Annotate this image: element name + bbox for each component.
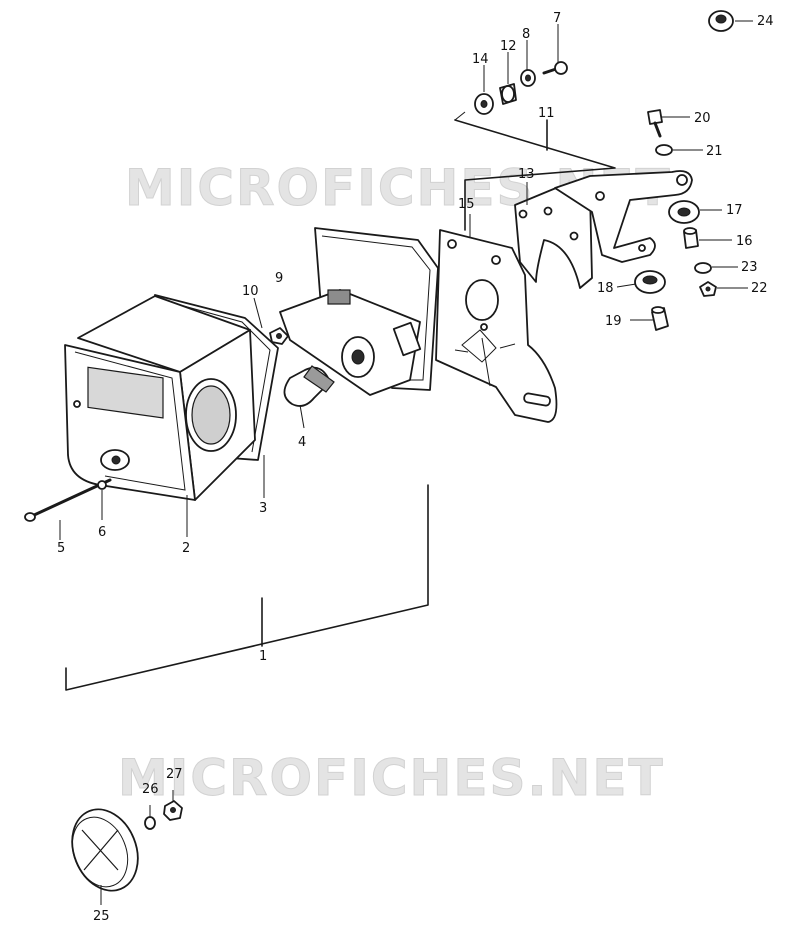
stay-bracket: [554, 170, 693, 263]
callout-17: 17: [726, 203, 743, 218]
washer-part-8: [520, 69, 536, 87]
washer-part-21: [655, 144, 673, 156]
bracket-11-tick: [454, 111, 466, 121]
callout-1: 1: [259, 649, 267, 664]
bulb-part-4: [283, 365, 335, 429]
callout-27: 27: [166, 767, 183, 782]
callout-4: 4: [298, 435, 306, 450]
lamp-lens-part-2: [64, 295, 256, 501]
leader-10: [253, 297, 263, 329]
bolt-part-20: [647, 109, 663, 138]
callout-11: 11: [538, 106, 555, 121]
callout-20: 20: [694, 111, 711, 126]
callout-7: 7: [553, 11, 561, 26]
callout-13: 13: [518, 167, 535, 182]
bolt-part-7: [542, 61, 568, 75]
callout-24: 24: [757, 14, 774, 29]
reflector-part-25: [71, 808, 139, 892]
callout-22: 22: [751, 281, 768, 296]
callout-18: 18: [597, 281, 614, 296]
callout-5: 5: [57, 541, 65, 556]
callout-19: 19: [605, 314, 622, 329]
callout-3: 3: [259, 501, 267, 516]
callout-14: 14: [472, 52, 489, 67]
mounting-plate-part-13: [514, 187, 593, 289]
callout-10: 10: [242, 284, 259, 299]
plate-bracket-part-15: [435, 229, 558, 423]
nut-part-27: [163, 800, 183, 821]
washer-part-6: [97, 480, 107, 490]
assembly-bracket-1: [65, 484, 429, 691]
washer-part-26: [144, 816, 156, 830]
grommet-part-17: [668, 200, 700, 224]
callout-25: 25: [93, 909, 110, 924]
collar-part-12: [499, 83, 517, 105]
collar-part-16: [683, 227, 699, 249]
callout-8: 8: [522, 27, 530, 42]
leader-18: [616, 283, 637, 288]
screw-part-5: [24, 478, 112, 540]
callout-12: 12: [500, 39, 517, 54]
nut-part-22: [699, 281, 717, 297]
assembly-bracket-11: [454, 119, 616, 231]
callout-23: 23: [741, 260, 758, 275]
callout-2: 2: [182, 541, 190, 556]
callout-21: 21: [706, 144, 723, 159]
collar-part-19: [651, 306, 669, 331]
washer-part-14: [474, 93, 494, 115]
callout-9: 9: [275, 271, 283, 286]
grommet-part-18: [634, 270, 666, 294]
watermark-lower: MICROFICHES.NET: [118, 749, 665, 807]
callout-6: 6: [98, 525, 106, 540]
lamp-housing: [279, 227, 439, 396]
nut-part-10: [269, 327, 289, 345]
washer-part-23: [694, 262, 712, 274]
callout-15: 15: [458, 197, 475, 212]
cap-part-24: [708, 10, 734, 32]
callout-16: 16: [736, 234, 753, 249]
callout-26: 26: [142, 782, 159, 797]
